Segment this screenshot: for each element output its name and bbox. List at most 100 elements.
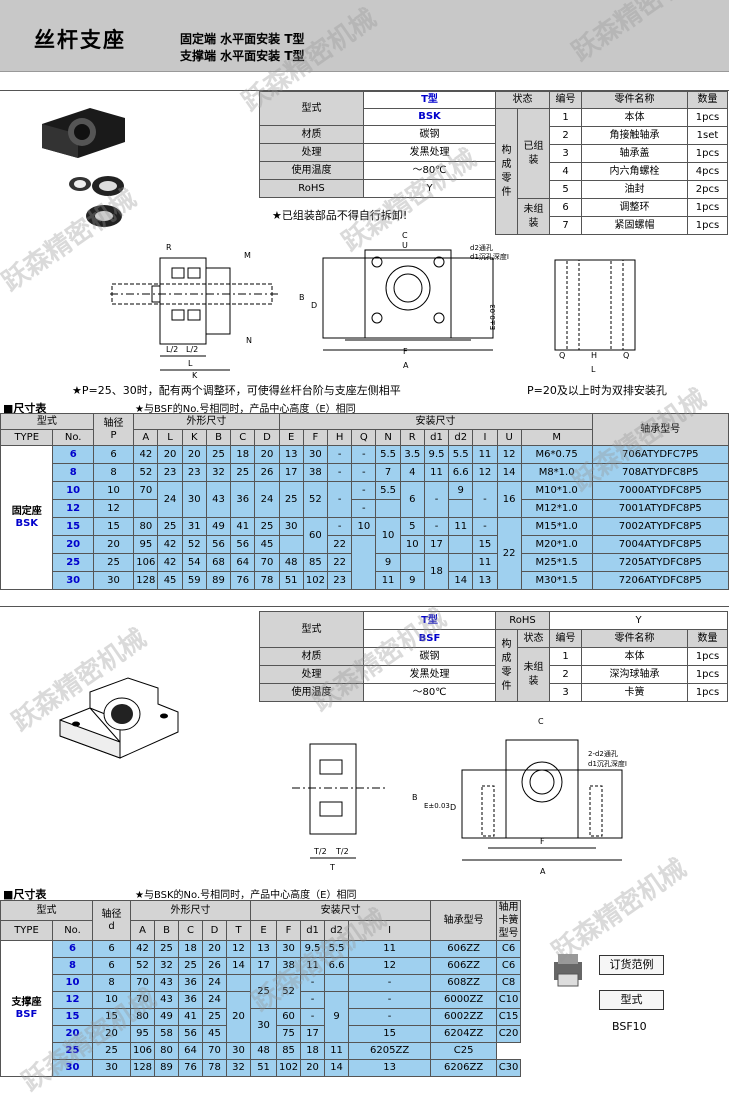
table-cell: 106 xyxy=(133,553,159,572)
table-cell: 7001ATYDFC8P5 xyxy=(591,499,729,518)
table-cell: C15 xyxy=(496,1008,521,1026)
spec-value: 发黑处理 xyxy=(363,665,496,684)
table-cell: 20 xyxy=(181,445,207,464)
table-cell: 11 xyxy=(375,571,401,590)
table-cell: 78 xyxy=(254,571,280,590)
spec-value: ～80℃ xyxy=(363,161,496,180)
table-cell: 36 xyxy=(178,991,203,1009)
col-header: E xyxy=(278,429,304,446)
table-cell: 16 xyxy=(496,481,522,518)
table-cell: - xyxy=(472,517,498,536)
table-cell: 23 xyxy=(327,571,353,590)
adjust-note: ★P=25、30时，配有两个调整环，可使得丝杆台阶与支座左侧相平 xyxy=(72,384,401,397)
parts-head: 数量 xyxy=(687,629,729,648)
part-no: 3 xyxy=(549,683,583,702)
table-cell: 32 xyxy=(154,957,179,975)
part-no: 4 xyxy=(549,162,582,181)
dim-B: B xyxy=(412,793,418,802)
table-cell: 56 xyxy=(178,1025,203,1043)
table-cell: 17 xyxy=(278,463,304,482)
assembled-note: ★已组装部品不得自行拆卸! xyxy=(272,209,408,222)
table-cell: 52 xyxy=(181,535,207,554)
table-cell: 20 xyxy=(225,991,252,1043)
table-cell: 6.6 xyxy=(448,463,474,482)
row-no: 10 xyxy=(52,974,93,992)
table-cell: 11 xyxy=(472,553,498,572)
table-cell: 60 xyxy=(302,517,329,554)
parts-head: 零件名称 xyxy=(581,91,688,109)
table-cell: 20 xyxy=(157,445,183,464)
table-cell: 7205ATYDFC8P5 xyxy=(591,553,729,572)
bsk-dim-note: ★与BSF的No.号相同时，产品中心高度（E）相同 xyxy=(135,404,356,415)
printer-icon xyxy=(554,954,582,987)
col-header: B xyxy=(154,920,179,941)
table-cell xyxy=(399,553,425,572)
dim-L2a: L/2 xyxy=(166,345,178,354)
table-cell: M12*1.0 xyxy=(520,499,593,518)
table-cell: 25 xyxy=(202,1008,227,1026)
table-cell: - xyxy=(423,481,450,518)
spec-value: T型 xyxy=(363,91,496,109)
type-button[interactable]: 型式 xyxy=(599,990,664,1010)
col-header: H xyxy=(327,429,353,446)
table-cell: 64 xyxy=(178,1042,203,1060)
part-qty: 1pcs xyxy=(687,647,729,666)
table-cell: 7 xyxy=(375,463,401,482)
table-cell: 31 xyxy=(181,517,207,536)
table-cell: 51 xyxy=(250,1059,278,1077)
part-no: 2 xyxy=(549,665,583,684)
subtitle-fixed: 固定端 水平面安装 T型 xyxy=(180,32,305,46)
table-cell: 22 xyxy=(327,553,353,572)
table-cell: 76 xyxy=(230,571,256,590)
part-name: 本体 xyxy=(581,647,689,666)
unassembled-label: 未组装 xyxy=(516,647,551,702)
table-cell: 6206ZZ xyxy=(430,1059,498,1077)
table-cell: M6*0.75 xyxy=(520,445,593,464)
table-cell: 11 xyxy=(348,940,432,958)
table-cell xyxy=(278,535,304,554)
unassembled-label: 未组装 xyxy=(517,198,550,235)
table-cell: 17 xyxy=(423,535,450,554)
row-no: 6 xyxy=(52,445,94,464)
table-cell: 48 xyxy=(250,1042,278,1060)
table-cell: 25 xyxy=(278,481,304,518)
col-header: C xyxy=(230,429,256,446)
col-header: F xyxy=(276,920,302,941)
title-banner xyxy=(0,0,729,72)
col-header: B xyxy=(205,429,232,446)
dim-L2b: L/2 xyxy=(186,345,198,354)
table-cell: C25 xyxy=(430,1042,498,1060)
row-no: 15 xyxy=(52,517,94,536)
col-header: F xyxy=(302,429,329,446)
order-example-button[interactable]: 订货范例 xyxy=(599,955,664,975)
table-cell: 10 xyxy=(92,481,135,500)
table-cell: - xyxy=(351,481,377,500)
row-no: 20 xyxy=(52,535,94,554)
col-header: 型式 xyxy=(0,900,93,921)
table-cell: 43 xyxy=(205,481,232,518)
table-cell: 25 xyxy=(92,553,135,572)
parts-group: 构成零件 xyxy=(495,108,518,235)
table-cell: - xyxy=(327,445,353,464)
table-cell: 9 xyxy=(375,553,401,572)
table-cell: C8 xyxy=(496,974,521,992)
part-name: 角接触轴承 xyxy=(581,126,688,145)
table-cell: 85 xyxy=(302,553,329,572)
table-cell: 38 xyxy=(302,463,329,482)
table-cell: 5.5 xyxy=(375,445,401,464)
table-cell: 5.5 xyxy=(448,445,474,464)
spec-label: 使用温度 xyxy=(259,683,364,702)
parts-head: 数量 xyxy=(687,91,728,109)
col-header: TYPE xyxy=(0,920,53,941)
table-cell: 42 xyxy=(130,940,155,958)
col-header: d1 xyxy=(423,429,450,446)
table-cell: 20 xyxy=(202,940,227,958)
spec-value: 碳钢 xyxy=(363,647,496,666)
part-qty: 1pcs xyxy=(687,198,728,217)
row-no: 25 xyxy=(52,1042,93,1060)
col-header: 外形尺寸 xyxy=(133,413,280,430)
spec-value: 发黑处理 xyxy=(363,143,496,162)
